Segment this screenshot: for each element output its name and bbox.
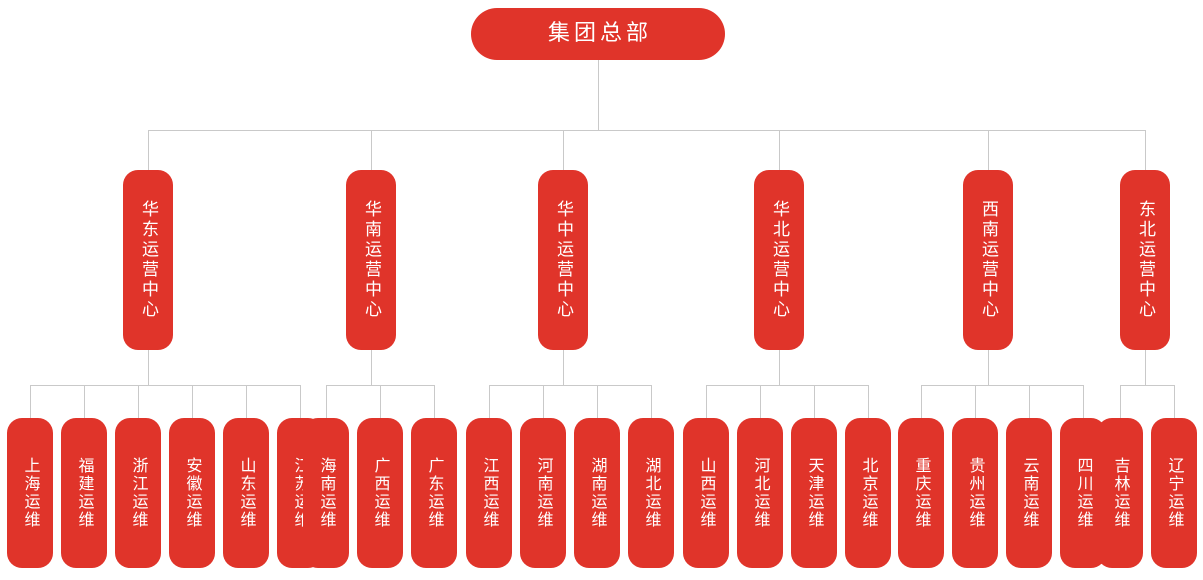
leaf-node-3-3[interactable]: 北京运维: [845, 418, 891, 568]
connector-leaf-drop: [489, 385, 490, 418]
center-node-5[interactable]: 东北运营中心: [1120, 170, 1170, 350]
leaf-node-2-2[interactable]: 湖南运维: [574, 418, 620, 568]
connector-center-drop: [779, 130, 780, 170]
connector-leaf-drop: [706, 385, 707, 418]
connector-leaf-drop: [326, 385, 327, 418]
connector-leaf-drop: [814, 385, 815, 418]
connector-center-stem: [779, 350, 780, 385]
root-node[interactable]: 集团总部: [471, 8, 725, 60]
leaf-node-0-0[interactable]: 上海运维: [7, 418, 53, 568]
connector-leaf-bus: [489, 385, 651, 386]
connector-center-drop: [1145, 130, 1146, 170]
leaf-node-2-0[interactable]: 江西运维: [466, 418, 512, 568]
connector-leaf-bus: [706, 385, 868, 386]
connector-level2-bus: [148, 130, 1145, 131]
leaf-node-4-1[interactable]: 贵州运维: [952, 418, 998, 568]
connector-leaf-drop: [921, 385, 922, 418]
connector-leaf-drop: [84, 385, 85, 418]
connector-leaf-drop: [138, 385, 139, 418]
connector-leaf-drop: [975, 385, 976, 418]
connector-center-drop: [371, 130, 372, 170]
center-node-1[interactable]: 华南运营中心: [346, 170, 396, 350]
connector-leaf-drop: [760, 385, 761, 418]
leaf-node-4-2[interactable]: 云南运维: [1006, 418, 1052, 568]
leaf-node-4-0[interactable]: 重庆运维: [898, 418, 944, 568]
connector-leaf-bus: [921, 385, 1083, 386]
connector-leaf-bus: [30, 385, 300, 386]
connector-leaf-drop: [380, 385, 381, 418]
leaf-node-1-2[interactable]: 广东运维: [411, 418, 457, 568]
connector-leaf-drop: [597, 385, 598, 418]
connector-leaf-drop: [434, 385, 435, 418]
connector-leaf-drop: [30, 385, 31, 418]
center-node-2[interactable]: 华中运营中心: [538, 170, 588, 350]
leaf-node-3-0[interactable]: 山西运维: [683, 418, 729, 568]
leaf-node-0-3[interactable]: 安徽运维: [169, 418, 215, 568]
connector-leaf-drop: [651, 385, 652, 418]
leaf-node-5-1[interactable]: 辽宁运维: [1151, 418, 1197, 568]
center-node-0[interactable]: 华东运营中心: [123, 170, 173, 350]
connector-center-stem: [148, 350, 149, 385]
leaf-node-0-4[interactable]: 山东运维: [223, 418, 269, 568]
connector-center-stem: [988, 350, 989, 385]
center-node-3[interactable]: 华北运营中心: [754, 170, 804, 350]
leaf-node-0-1[interactable]: 福建运维: [61, 418, 107, 568]
connector-center-drop: [988, 130, 989, 170]
connector-leaf-drop: [1029, 385, 1030, 418]
leaf-node-1-0[interactable]: 海南运维: [303, 418, 349, 568]
connector-leaf-drop: [246, 385, 247, 418]
connector-center-stem: [1145, 350, 1146, 385]
connector-center-stem: [563, 350, 564, 385]
connector-root-stem: [598, 60, 599, 130]
leaf-node-2-1[interactable]: 河南运维: [520, 418, 566, 568]
leaf-node-1-1[interactable]: 广西运维: [357, 418, 403, 568]
connector-center-stem: [371, 350, 372, 385]
connector-leaf-drop: [1120, 385, 1121, 418]
connector-leaf-drop: [192, 385, 193, 418]
leaf-node-3-2[interactable]: 天津运维: [791, 418, 837, 568]
connector-center-drop: [148, 130, 149, 170]
leaf-node-5-0[interactable]: 吉林运维: [1097, 418, 1143, 568]
leaf-node-3-1[interactable]: 河北运维: [737, 418, 783, 568]
connector-leaf-drop: [543, 385, 544, 418]
connector-leaf-drop: [1174, 385, 1175, 418]
leaf-node-2-3[interactable]: 湖北运维: [628, 418, 674, 568]
center-node-4[interactable]: 西南运营中心: [963, 170, 1013, 350]
connector-leaf-bus: [1120, 385, 1174, 386]
connector-leaf-drop: [300, 385, 301, 418]
connector-center-drop: [563, 130, 564, 170]
connector-leaf-drop: [1083, 385, 1084, 418]
connector-leaf-drop: [868, 385, 869, 418]
leaf-node-0-2[interactable]: 浙江运维: [115, 418, 161, 568]
